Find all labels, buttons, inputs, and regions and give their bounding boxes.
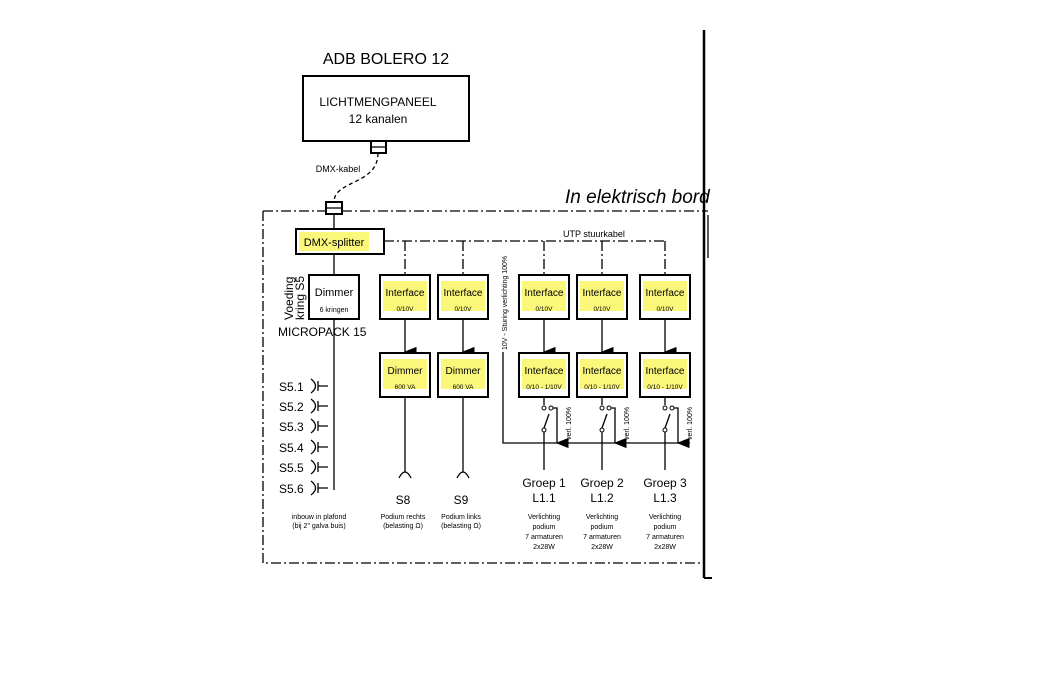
interface-box-sub: 0/10V	[594, 306, 612, 313]
outlet-note: (bij 2" galva buis)	[292, 523, 345, 530]
interface-box-title: Interface	[525, 288, 564, 299]
interface-dim-box-title: Interface	[525, 366, 564, 377]
group-name: Groep 2	[580, 476, 624, 490]
panel-label: LICHTMENGPANEEL	[319, 95, 436, 109]
outlet-label: S5.4	[279, 441, 304, 455]
interface-dim-box-title: Interface	[583, 366, 622, 377]
outlet-symbol-icon	[310, 398, 328, 414]
dimmer-sub: 6 kringen	[320, 307, 349, 314]
group-desc: 7 armaturen	[583, 534, 621, 541]
outlet-symbol-icon	[310, 480, 328, 496]
group-desc: 2x28W	[533, 544, 555, 551]
supply-label: Voeding	[282, 277, 296, 320]
dimmer-600va-box-sub: 600 VA	[453, 384, 475, 391]
socket-desc: (belasting Ω)	[383, 523, 423, 530]
interface-dim-box-sub: 0/10 - 1/10V	[584, 384, 620, 391]
board-label: In elektrisch bord	[565, 187, 711, 208]
group-desc: 2x28W	[591, 544, 613, 551]
outlet-note: inbouw in plafond	[292, 514, 347, 521]
socket-icon	[398, 471, 412, 479]
outlet-label: S5.3	[279, 420, 304, 434]
socket-desc: Podium rechts	[381, 514, 426, 521]
board-boundary	[262, 210, 708, 564]
utp-cable	[384, 240, 666, 275]
dimmer-600va-box-title: Dimmer	[446, 366, 482, 377]
dimmer-label: Dimmer	[315, 287, 354, 299]
override-switch[interactable]	[664, 397, 678, 470]
group-name: Groep 1	[522, 476, 566, 490]
group-id: L1.1	[532, 491, 556, 505]
outlet-label: S5.2	[279, 400, 304, 414]
interface-box-sub: 0/10V	[397, 306, 415, 313]
mixing-panel-box	[302, 75, 470, 142]
outlet-symbol-icon	[310, 459, 328, 475]
interface-box-sub: 0/10V	[536, 306, 554, 313]
panel-channels: 12 kanalen	[349, 112, 408, 126]
override-label: verl. 100%	[566, 407, 573, 440]
group-name: Groep 3	[643, 476, 687, 490]
override-switch[interactable]	[543, 397, 557, 470]
override-label: verl. 100%	[624, 407, 631, 440]
group-desc: Verlichting	[528, 514, 560, 521]
override-label: verl. 100%	[687, 407, 694, 440]
dmx-cable-label: DMX-kabel	[316, 164, 361, 174]
socket-desc: Podium links	[441, 514, 481, 521]
group-desc: podium	[533, 524, 556, 531]
outlet-symbol-icon	[310, 439, 328, 455]
interface-box-title: Interface	[583, 288, 622, 299]
outlet-symbol-icon	[310, 378, 328, 394]
interface-dim-box-title: Interface	[646, 366, 685, 377]
override-switch[interactable]	[601, 397, 615, 470]
dimmer-600va-box-title: Dimmer	[388, 366, 424, 377]
group-desc: Verlichting	[586, 514, 618, 521]
diagram-title: ADB BOLERO 12	[323, 51, 449, 68]
socket-name: S9	[454, 493, 469, 507]
group-desc: Verlichting	[649, 514, 681, 521]
supply-circuit: kring S5	[293, 276, 307, 320]
interface-box-sub: 0/10V	[455, 306, 473, 313]
interface-box-sub: 0/10V	[657, 306, 675, 313]
interface-box-title: Interface	[444, 288, 483, 299]
interface-box-title: Interface	[386, 288, 425, 299]
interface-dim-box-sub: 0/10 - 1/10V	[647, 384, 683, 391]
outlet-label: S5.5	[279, 461, 304, 475]
group-desc: 7 armaturen	[646, 534, 684, 541]
dmx-cable	[333, 152, 379, 203]
group-desc: 7 armaturen	[525, 534, 563, 541]
control-label: 10V - Sturing verlichting 100%	[502, 256, 509, 350]
dimmer-model: MICROPACK 15	[278, 325, 367, 339]
outlet-symbol-icon	[310, 418, 328, 434]
group-desc: 2x28W	[654, 544, 676, 551]
socket-icon	[456, 471, 470, 479]
dmx-splitter-label: DMX-splitter	[304, 237, 365, 249]
group-desc: podium	[591, 524, 614, 531]
outlets: S5.1S5.2S5.3S5.4S5.5S5.6	[279, 378, 328, 496]
interface-box-title: Interface	[646, 288, 685, 299]
group-desc: podium	[654, 524, 677, 531]
socket-name: S8	[396, 493, 411, 507]
group-id: L1.3	[653, 491, 677, 505]
dimmer-micropack-box	[308, 274, 360, 320]
group-id: L1.2	[590, 491, 614, 505]
interface-dim-box-sub: 0/10 - 1/10V	[526, 384, 562, 391]
outlet-label: S5.1	[279, 380, 304, 394]
socket-desc: (belasting Ω)	[441, 523, 481, 530]
outlet-label: S5.6	[279, 482, 304, 496]
dimmer-600va-box-sub: 600 VA	[395, 384, 417, 391]
utp-label: UTP stuurkabel	[563, 229, 625, 239]
